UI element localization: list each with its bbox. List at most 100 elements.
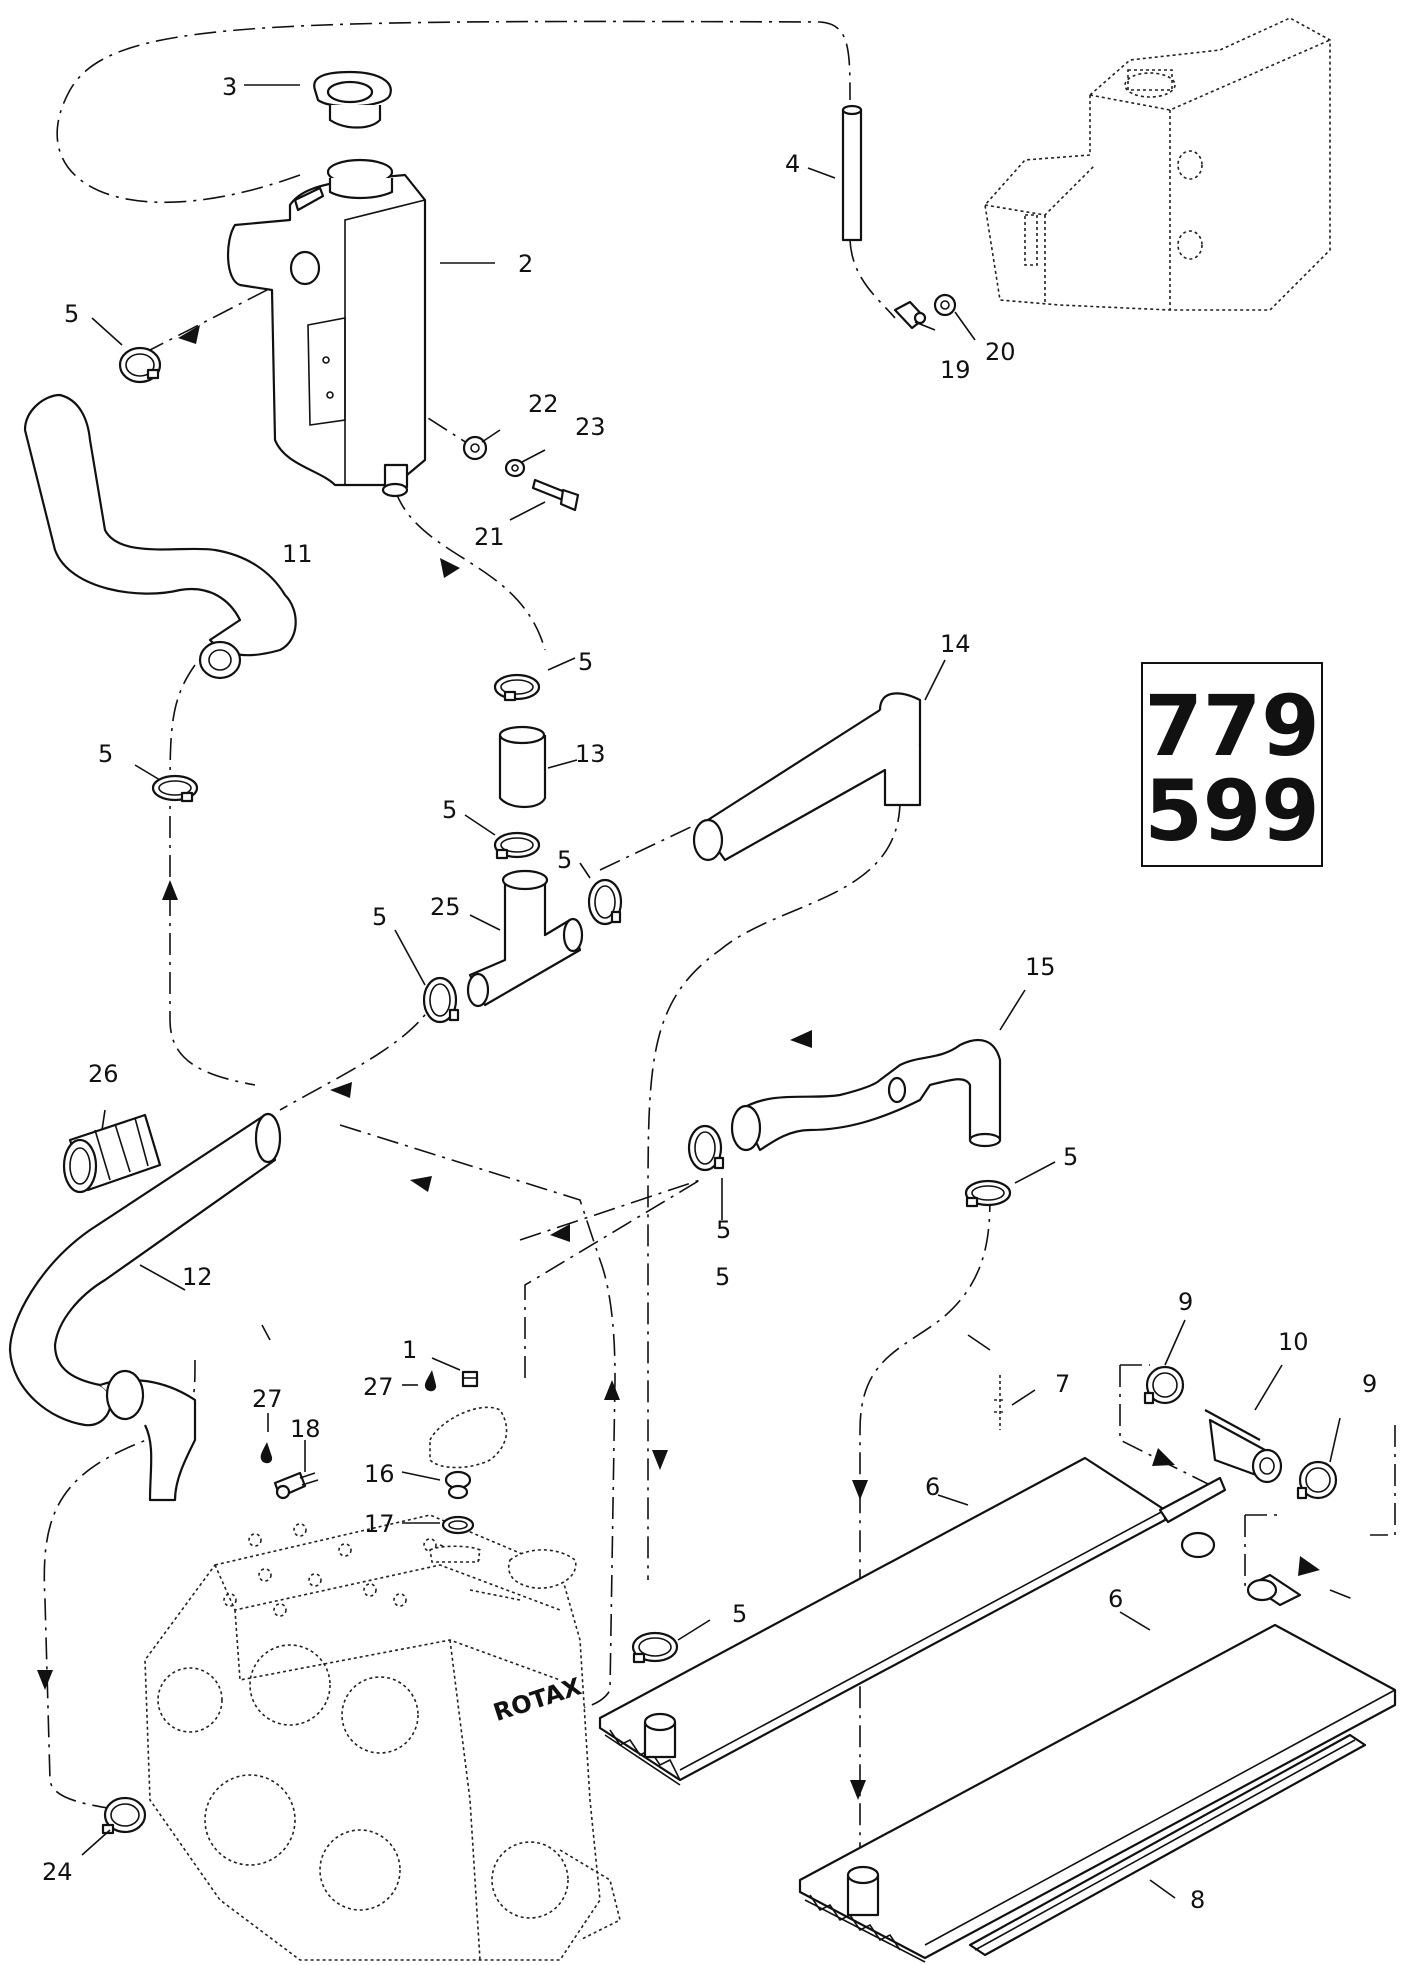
hose-14 [692,692,922,862]
fitting-19 [893,300,927,330]
flow-arrow [652,1450,668,1470]
callout-20: 20 [985,338,1016,366]
callout-1: 1 [402,1336,417,1364]
flow-arrow [550,1224,570,1242]
pipe-13 [498,725,547,809]
washer-23 [504,458,526,478]
flow-arrow [790,1030,812,1048]
callout-6: 6 [925,1473,940,1501]
callout-13: 13 [575,740,606,768]
callout-17: 17 [364,1510,395,1538]
vent-tube-4 [841,104,863,242]
callout-5: 5 [578,648,593,676]
hose-12 [8,1112,282,1502]
flow-arrows [37,325,1320,1800]
clamp-24 [101,1796,147,1835]
callout-27: 27 [252,1385,283,1413]
thermostat-16 [444,1470,472,1500]
callout-22: 22 [528,390,559,418]
engine-bolt-heads [223,1523,437,1617]
callout-5: 5 [372,903,387,931]
clamp-5 [587,878,623,926]
sealant-drop-27 [260,1442,273,1464]
hose-11 [23,393,297,680]
reference-number-box: 779 599 [1141,662,1323,867]
leader-lines [81,84,1341,1899]
callout-11: 11 [282,540,313,568]
clamp-5 [151,774,199,803]
callout-27: 27 [363,1373,394,1401]
callout-16: 16 [364,1460,395,1488]
heat-exchangers [598,1456,1397,1963]
hose-clamps [101,346,1338,1835]
clamp-5 [493,673,541,702]
hose-15 [730,1038,1002,1152]
thermostat-assembly [260,1370,577,1589]
callout-5: 5 [98,740,113,768]
bleed-screw-1 [461,1370,479,1388]
clamp-9 [1143,1365,1185,1405]
clamp-9 [1296,1460,1338,1500]
callout-5: 5 [716,1216,731,1244]
flow-arrow [852,1480,868,1500]
clamp-5 [631,1631,679,1664]
callout-5: 5 [557,846,572,874]
sealant-drop-27 [424,1370,437,1392]
flow-arrow [178,325,200,344]
callout-23: 23 [575,413,606,441]
callout-12: 12 [182,1263,213,1291]
callout-10: 10 [1278,1328,1309,1356]
clamp-5 [118,346,162,384]
heat-exchanger-upper [598,1456,1227,1786]
o-ring-17 [441,1515,475,1535]
callout-15: 15 [1025,953,1056,981]
callout-labels: 3 2 4 5 22 23 21 19 20 11 5 14 13 5 5 5 … [42,73,1377,1914]
callout-14: 14 [940,630,971,658]
temperature-sensor-18 [273,1471,319,1500]
callout-7: 7 [1055,1370,1070,1398]
screw-21 [531,478,580,512]
reference-number-top: 779 [1144,677,1319,775]
callout-4: 4 [785,150,800,178]
callout-26: 26 [88,1060,119,1088]
clamp-5 [687,1124,725,1172]
callout-24: 24 [42,1858,73,1886]
seal-strip-8 [968,1733,1367,1957]
heat-exchanger-lower [798,1573,1397,1963]
callout-6: 6 [1108,1585,1123,1613]
callout-3: 3 [222,73,237,101]
radiator-cap-3 [313,70,392,129]
callout-9: 9 [1362,1370,1377,1398]
fastener-7 [994,1375,1006,1430]
callout-9: 9 [1178,1288,1193,1316]
fitting-20 [933,293,957,317]
flow-arrow [850,1780,866,1800]
pipe-10 [1204,1409,1283,1484]
washer-22 [462,435,488,461]
callout-5: 5 [442,796,457,824]
callout-5: 5 [1063,1143,1078,1171]
flow-arrow [1152,1448,1175,1466]
callout-19: 19 [940,356,971,384]
coolant-tank [226,158,427,498]
clamp-5 [422,976,460,1024]
callout-5: 5 [732,1600,747,1628]
flow-arrow [330,1082,352,1098]
callout-5: 5 [715,1263,730,1291]
reference-number-bottom: 599 [1144,762,1319,860]
callout-8: 8 [1190,1886,1205,1914]
callout-25: 25 [430,893,461,921]
callout-21: 21 [474,523,505,551]
callout-18: 18 [290,1415,321,1443]
flow-arrow [37,1670,53,1690]
flow-arrow [1298,1556,1320,1576]
flow-arrow [440,558,460,578]
tee-fitting-25 [466,869,584,1008]
clamp-5 [493,831,541,860]
callout-2: 2 [518,250,533,278]
oil-tank-phantom [984,17,1331,311]
clamp-5 [964,1179,1012,1208]
flow-arrow [410,1176,432,1192]
flow-arrow [604,1380,620,1400]
